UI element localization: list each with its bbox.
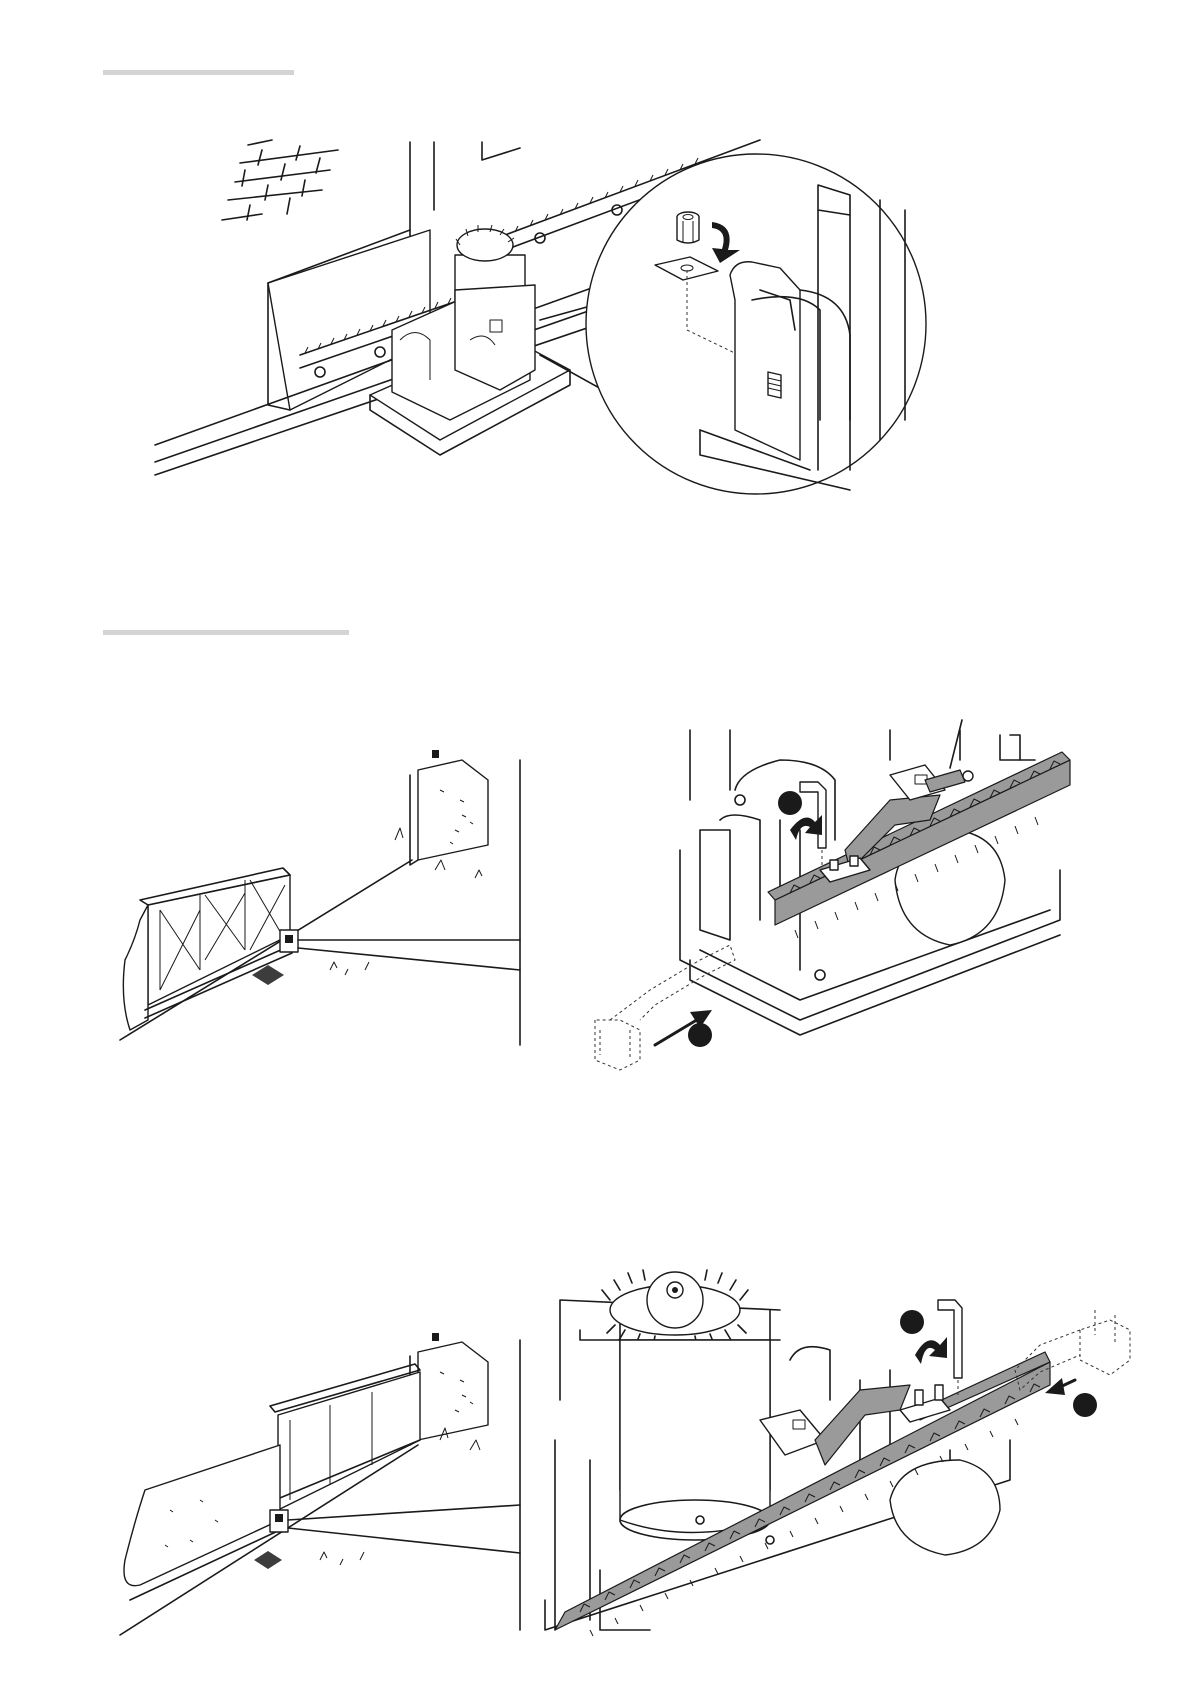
step-marker-2-icon	[1073, 1393, 1097, 1417]
limit-switch-bracket-closed-detail	[595, 720, 1070, 1070]
brick-wall-icon	[222, 140, 338, 220]
rotate-arrow-icon	[915, 1337, 947, 1364]
limit-bracket-icon	[760, 1385, 950, 1465]
step-marker-1-icon	[900, 1310, 924, 1334]
rotate-arrow-icon	[790, 815, 822, 840]
figure-3-open-limit-switch	[120, 1270, 1130, 1636]
motor-heatsink-icon	[602, 1270, 748, 1346]
gate-open-overview	[120, 1333, 520, 1635]
step-marker-1-icon	[778, 791, 802, 815]
figure-2-closed-limit-switch	[120, 720, 1070, 1070]
gate-closed-overview	[120, 750, 520, 1045]
bracket-removed-dashed-icon	[595, 945, 735, 1070]
step-marker-2-icon	[688, 1023, 712, 1047]
drain-grid-icon	[254, 1551, 282, 1569]
figure-1-motor-installation	[155, 140, 926, 494]
magnified-detail-circle	[586, 154, 926, 494]
spacer-nut-icon	[677, 212, 699, 243]
limit-switch-bracket-open-detail	[545, 1270, 1130, 1636]
